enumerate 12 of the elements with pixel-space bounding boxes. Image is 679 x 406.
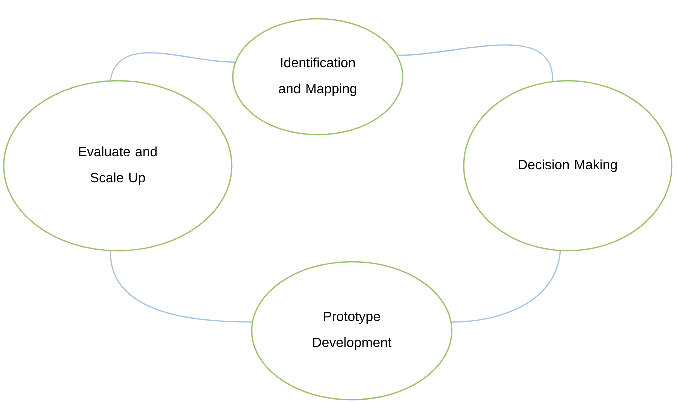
process-ellipse <box>3 80 233 252</box>
node-label: Evaluate and Scale Up <box>79 146 157 186</box>
process-ellipse <box>232 18 404 136</box>
connector-curve <box>110 251 252 323</box>
node-label: Decision Making <box>519 160 617 172</box>
connector-curve <box>452 251 562 323</box>
process-ellipse <box>251 261 453 401</box>
connector-curve <box>110 52 236 81</box>
node-label: Identification and Mapping <box>279 58 357 96</box>
node-label: Prototype Development <box>313 312 392 350</box>
connector-curve <box>398 44 554 82</box>
process-ellipse <box>463 80 673 252</box>
